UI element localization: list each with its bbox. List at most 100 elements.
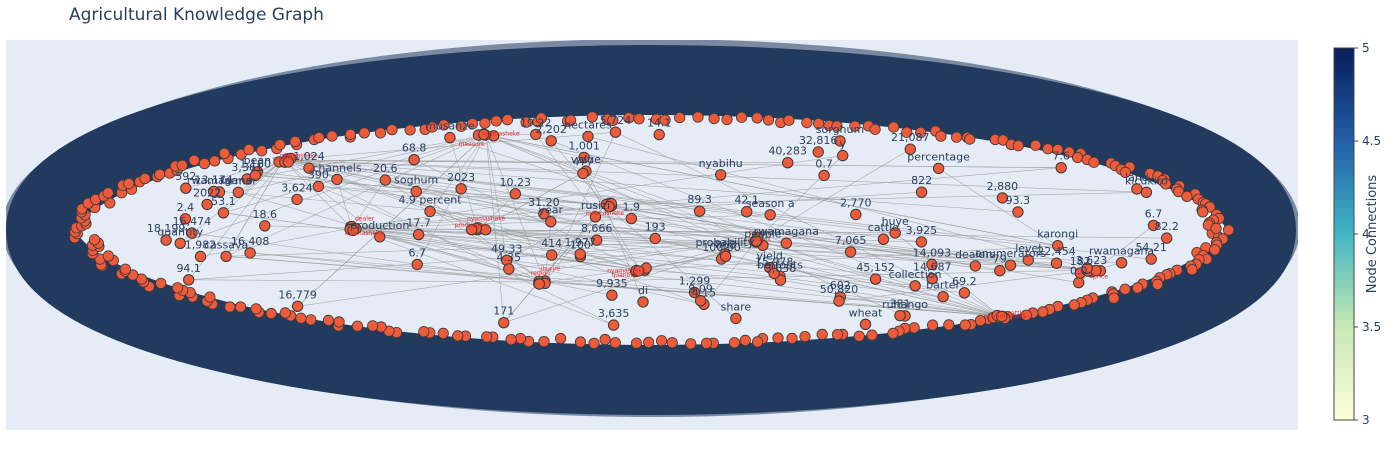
graph-node[interactable] bbox=[217, 207, 230, 219]
graph-node[interactable] bbox=[282, 156, 294, 168]
graph-node[interactable] bbox=[609, 126, 622, 138]
graph-node[interactable] bbox=[750, 235, 762, 247]
graph-node[interactable] bbox=[1140, 186, 1153, 199]
graph-node[interactable] bbox=[220, 250, 232, 262]
graph-node[interactable] bbox=[937, 291, 949, 303]
graph-node[interactable] bbox=[207, 185, 220, 198]
graph-node[interactable] bbox=[1161, 232, 1173, 244]
graph-node[interactable] bbox=[577, 167, 589, 180]
graph-node[interactable] bbox=[1050, 257, 1063, 269]
graph-node[interactable] bbox=[232, 186, 245, 199]
graph-node[interactable] bbox=[331, 173, 343, 186]
graph-node[interactable] bbox=[1115, 257, 1128, 269]
graph-node[interactable] bbox=[996, 192, 1009, 204]
graph-node[interactable] bbox=[410, 185, 422, 198]
graph-node[interactable] bbox=[160, 234, 172, 246]
graph-node[interactable] bbox=[1147, 219, 1160, 232]
graph-node[interactable] bbox=[411, 258, 423, 271]
graph-node[interactable] bbox=[996, 310, 1008, 323]
graph-node[interactable] bbox=[244, 247, 256, 259]
graph-node[interactable] bbox=[932, 162, 945, 175]
graph-node[interactable] bbox=[909, 280, 921, 292]
graph-node[interactable] bbox=[833, 295, 845, 307]
graph-node[interactable] bbox=[291, 300, 304, 312]
graph-node[interactable] bbox=[582, 130, 594, 143]
graph-node[interactable] bbox=[607, 319, 620, 331]
graph-node[interactable] bbox=[812, 146, 824, 158]
graph-node[interactable] bbox=[768, 267, 780, 280]
graph-node[interactable] bbox=[877, 233, 890, 245]
graph-node[interactable] bbox=[649, 232, 661, 245]
graph-node[interactable] bbox=[374, 231, 386, 243]
graph-node[interactable] bbox=[1004, 259, 1017, 271]
graph-node[interactable] bbox=[633, 265, 645, 277]
graph-node[interactable] bbox=[1073, 276, 1085, 289]
graph-node[interactable] bbox=[994, 265, 1006, 277]
graph-node[interactable] bbox=[1055, 162, 1067, 174]
graph-node[interactable] bbox=[625, 212, 637, 225]
graph-node[interactable] bbox=[1081, 262, 1093, 274]
graph-node[interactable] bbox=[591, 234, 603, 246]
graph-node[interactable] bbox=[859, 318, 872, 330]
graph-node[interactable] bbox=[347, 224, 359, 237]
graph-node[interactable] bbox=[179, 213, 192, 225]
graph-node[interactable] bbox=[637, 296, 649, 308]
graph-node[interactable] bbox=[693, 205, 706, 217]
graph-node[interactable] bbox=[291, 193, 303, 206]
graph-node[interactable] bbox=[834, 135, 846, 147]
graph-node[interactable] bbox=[545, 216, 557, 228]
graph-node[interactable] bbox=[844, 246, 857, 258]
graph-node[interactable] bbox=[915, 186, 928, 198]
graph-node[interactable] bbox=[969, 260, 981, 272]
plot-area[interactable]: nyamashekenyamashekeihurireseasonproduct… bbox=[5, 40, 1298, 417]
graph-node[interactable] bbox=[530, 128, 542, 141]
graph-node[interactable] bbox=[1012, 206, 1024, 218]
graph-node[interactable] bbox=[926, 258, 938, 271]
graph-node[interactable] bbox=[509, 188, 521, 200]
graph-node[interactable] bbox=[780, 237, 792, 249]
graph-node[interactable] bbox=[259, 220, 271, 232]
graph-node[interactable] bbox=[498, 317, 510, 329]
graph-node[interactable] bbox=[194, 250, 207, 263]
graph-node[interactable] bbox=[653, 128, 665, 141]
graph-node[interactable] bbox=[478, 128, 490, 141]
graph-node[interactable] bbox=[412, 228, 425, 241]
graph-node[interactable] bbox=[186, 227, 198, 239]
graph-node[interactable] bbox=[574, 248, 586, 260]
graph-node[interactable] bbox=[603, 200, 615, 213]
graph-node[interactable] bbox=[915, 236, 928, 248]
graph-node[interactable] bbox=[578, 151, 590, 164]
graph-node[interactable] bbox=[546, 249, 558, 261]
graph-node[interactable] bbox=[183, 274, 195, 286]
graph-node[interactable] bbox=[312, 180, 325, 193]
graph-node[interactable] bbox=[503, 263, 515, 275]
graph-node[interactable] bbox=[465, 224, 478, 236]
graph-node[interactable] bbox=[782, 157, 794, 169]
graph-node[interactable] bbox=[719, 250, 732, 262]
graph-node[interactable] bbox=[958, 287, 971, 299]
graph-node[interactable] bbox=[606, 289, 618, 301]
graph-node[interactable] bbox=[1052, 240, 1064, 252]
graph-node[interactable] bbox=[741, 206, 753, 218]
graph-node[interactable] bbox=[869, 273, 882, 285]
graph-node[interactable] bbox=[589, 211, 602, 223]
graph-node[interactable] bbox=[249, 169, 262, 182]
graph-node[interactable] bbox=[1022, 254, 1035, 266]
graph-node[interactable] bbox=[904, 143, 916, 155]
graph-node[interactable] bbox=[694, 295, 707, 307]
graph-node[interactable] bbox=[545, 135, 557, 147]
graph-node[interactable] bbox=[730, 312, 742, 325]
graph-node[interactable] bbox=[533, 278, 545, 290]
graph-node[interactable] bbox=[764, 209, 776, 221]
graph-node[interactable] bbox=[424, 205, 436, 218]
graph-node[interactable] bbox=[538, 208, 550, 220]
graph-node[interactable] bbox=[201, 198, 213, 211]
graph-node[interactable] bbox=[455, 183, 467, 195]
graph-node[interactable] bbox=[926, 273, 938, 285]
graph-node[interactable] bbox=[688, 286, 701, 299]
graph-node[interactable] bbox=[174, 237, 186, 250]
graph-node[interactable] bbox=[379, 174, 391, 186]
graph-node[interactable] bbox=[1145, 253, 1157, 265]
nodes[interactable] bbox=[160, 126, 1173, 331]
graph-node[interactable] bbox=[850, 208, 862, 221]
